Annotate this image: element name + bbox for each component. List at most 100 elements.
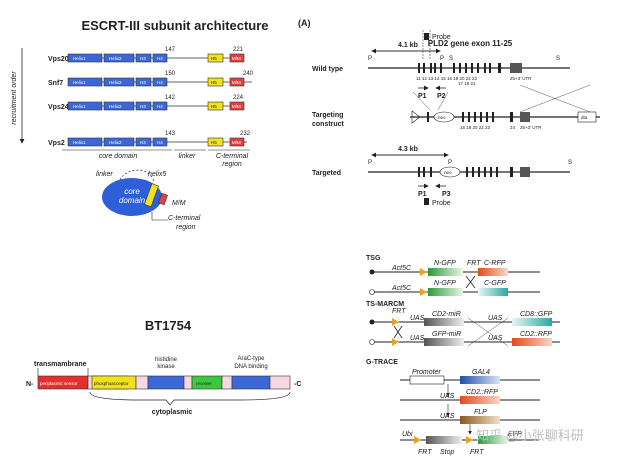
ubi-label: Ubi bbox=[402, 431, 413, 438]
helix2-label: Helix2 bbox=[109, 140, 122, 145]
uas-4: UAS bbox=[488, 335, 503, 342]
cd2-rfp: CD2::RFP bbox=[520, 331, 552, 338]
site-p2: P bbox=[440, 56, 444, 62]
mm-shape bbox=[158, 192, 168, 206]
core-domain-shape bbox=[102, 178, 162, 216]
escrt-row-vps2: Vps2 Helix1 Helix2 H3 H4 H5 M/M 143 232 bbox=[48, 131, 251, 147]
bt1754-panel: BT1754 transmambrane N- periplasmic sens… bbox=[26, 318, 301, 416]
site-s2: S bbox=[556, 56, 560, 62]
neo-label-2: neo bbox=[444, 170, 452, 175]
construct-exons: 16 18 20 22 23 bbox=[460, 125, 491, 130]
pld2-title: PLD2 gene exon 11-25 bbox=[428, 39, 513, 48]
h5-label: H5 bbox=[211, 140, 217, 145]
row-name: Vps2 bbox=[48, 140, 65, 147]
arac-label-2: DNA binding bbox=[234, 364, 267, 370]
row-name: Vps24 bbox=[48, 104, 69, 111]
helix1-label: Helix1 bbox=[73, 104, 86, 109]
gal4-label: GAL4 bbox=[472, 369, 490, 376]
h3-label: H3 bbox=[140, 140, 146, 145]
uas-5: UAS bbox=[440, 393, 455, 400]
h3-label: H3 bbox=[140, 56, 146, 61]
flp-label: FLP bbox=[474, 409, 487, 416]
c-term: -C bbox=[294, 381, 301, 388]
act5c-1: Act5C bbox=[391, 265, 412, 272]
row-name: Snf7 bbox=[48, 80, 63, 87]
act5c-2: Act5C bbox=[391, 285, 412, 292]
kb-41: 4.1 kb bbox=[398, 42, 418, 49]
schematic-linker: linker bbox=[96, 171, 113, 178]
probe-label-bottom: Probe bbox=[432, 200, 451, 207]
hk-label-2: kinase bbox=[157, 364, 175, 370]
core-domain-label: core domain bbox=[99, 153, 138, 160]
stop-label: Stop bbox=[440, 449, 455, 456]
targeting-label-2: construct bbox=[312, 121, 345, 128]
schematic-region: region bbox=[176, 224, 196, 231]
h3-label: H3 bbox=[140, 80, 146, 85]
residue-end: 240 bbox=[243, 71, 254, 77]
schematic-mm: M/M bbox=[172, 200, 186, 207]
hk-label-1: histidine bbox=[155, 357, 178, 363]
uas-1: UAS bbox=[410, 315, 425, 322]
efp-label: EFP bbox=[508, 431, 522, 438]
helix1-label: Helix1 bbox=[73, 140, 86, 145]
wt-exons bbox=[418, 63, 522, 73]
residue-end: 224 bbox=[233, 95, 244, 101]
primer-p1: P1 bbox=[418, 93, 427, 100]
site-p4: P bbox=[448, 160, 452, 166]
h5-label: H5 bbox=[211, 56, 217, 61]
helix1-label: Helix1 bbox=[73, 56, 86, 61]
c-terminal-region-label: region bbox=[222, 161, 242, 168]
escrt-row-vps24: Vps24 Helix1 Helix2 H3 H4 H5 M/M 142 224 bbox=[48, 95, 245, 111]
primer-p1-b: P1 bbox=[418, 191, 427, 198]
wt-exon-numbers-top: 11 12 13 14 15 16 18 20 22 23 bbox=[416, 76, 477, 81]
wild-type-label: Wild type bbox=[312, 66, 343, 73]
cd8-gfp: CD8::GFP bbox=[520, 311, 553, 318]
g-trace-title: G-TRACE bbox=[366, 359, 398, 366]
pld2-panel: (A) PLD2 gene exon 11-25 Probe 4.1 kb Wi… bbox=[298, 18, 600, 207]
h4-label: H4 bbox=[157, 56, 163, 61]
site-s: S bbox=[449, 56, 453, 62]
kb-43: 4.3 kb bbox=[398, 146, 418, 153]
targeting-label-1: Targeting bbox=[312, 112, 343, 119]
residue-mark: 150 bbox=[165, 71, 176, 77]
c-terminal-label: C-terminal bbox=[216, 153, 249, 160]
helix1-label: Helix1 bbox=[73, 80, 86, 85]
linker-label: linker bbox=[179, 153, 196, 160]
panel-label: (A) bbox=[298, 18, 311, 28]
probe-label-top: Probe bbox=[432, 34, 451, 41]
frt-4: FRT bbox=[470, 449, 484, 456]
residue-mark: 147 bbox=[165, 47, 176, 53]
h3-label: H3 bbox=[140, 104, 146, 109]
site-p: P bbox=[368, 56, 372, 62]
escrt-panel: ESCRT-III subunit architecture recruitme… bbox=[11, 18, 269, 231]
row-name: Vps20 bbox=[48, 56, 69, 63]
wt-exon-numbers-bottom: 17 19 21 bbox=[458, 81, 476, 86]
cd2-mir: CD2-miR bbox=[432, 311, 461, 318]
cgfp: C-GFP bbox=[484, 280, 506, 287]
periplasmic-label: periplasmic sensor bbox=[40, 381, 78, 386]
ts-marcm-title: TS-MARCM bbox=[366, 301, 404, 308]
residue-end: 232 bbox=[240, 131, 251, 137]
helix2-label: Helix2 bbox=[109, 56, 122, 61]
phospho-label: phosphoacceptor bbox=[94, 381, 129, 386]
schematic-cterm: C-terminal bbox=[168, 215, 201, 222]
helix5-shape bbox=[144, 183, 159, 208]
transmembrane-label: transmambrane bbox=[34, 361, 87, 368]
receiver-label: receiver bbox=[196, 381, 213, 386]
targeted-label: Targeted bbox=[312, 170, 341, 177]
ngfp-2: N-GFP bbox=[434, 280, 456, 287]
escrt-title: ESCRT-III subunit architecture bbox=[81, 18, 268, 33]
n-term: N- bbox=[26, 381, 34, 388]
schematic-domain: domain bbox=[119, 196, 146, 205]
site-s3: S bbox=[568, 160, 572, 166]
rfp-label: CD2::RFP bbox=[466, 389, 498, 396]
h5-label: H5 bbox=[211, 104, 217, 109]
mm-label: M/M bbox=[232, 80, 241, 85]
residue-mark: 143 bbox=[165, 131, 176, 137]
h4-label: H4 bbox=[157, 104, 163, 109]
uas-3: UAS bbox=[488, 315, 503, 322]
h4-label: H4 bbox=[157, 80, 163, 85]
mm-label: M/M bbox=[232, 140, 241, 145]
genetics-panel: TSG Act5C Act5C N-GFP FRT C-RFP N-GFP C-… bbox=[366, 255, 560, 456]
